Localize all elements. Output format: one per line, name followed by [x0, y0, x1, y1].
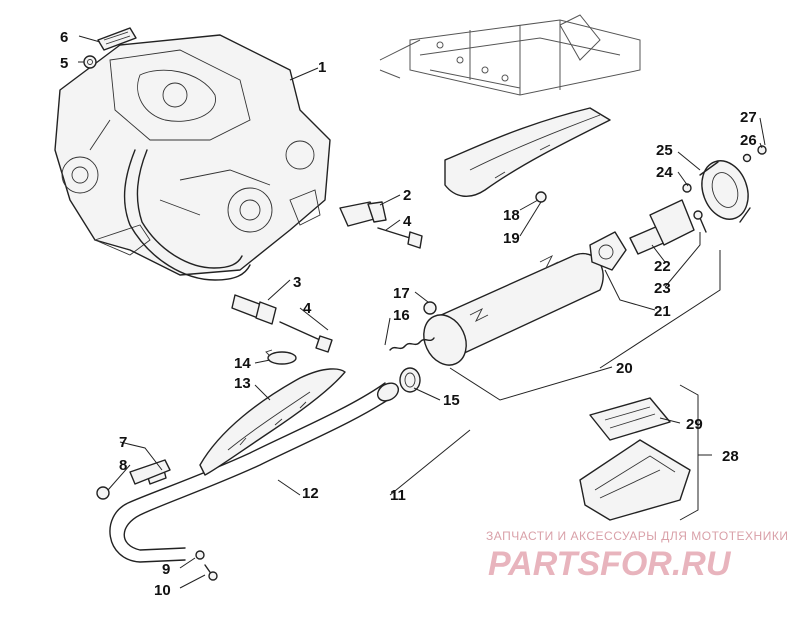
- callout-27: 27: [740, 109, 757, 126]
- callout-1: 1: [318, 59, 326, 76]
- callout-22: 22: [654, 258, 671, 275]
- callout-19: 19: [503, 230, 520, 247]
- callout-14: 14: [234, 355, 251, 372]
- end-cap[interactable]: [694, 154, 756, 225]
- tail-pipe[interactable]: [629, 199, 695, 255]
- callout-12: 12: [302, 485, 319, 502]
- muffler-outlet-gasket[interactable]: [589, 231, 627, 271]
- callout-28: 28: [722, 448, 739, 465]
- callout-17: 17: [393, 285, 410, 302]
- callout-3: 3: [293, 274, 301, 291]
- callout-25: 25: [656, 142, 673, 159]
- callout-21: 21: [654, 303, 671, 320]
- chassis-frame: [379, 14, 641, 96]
- callout-18: 18: [503, 207, 520, 224]
- callout-20: 20: [616, 360, 633, 377]
- callout-11: 11: [390, 487, 406, 504]
- bolt-lower[interactable]: [279, 321, 333, 353]
- exhaust-clamp-ring[interactable]: [399, 367, 421, 393]
- callout-10: 10: [154, 582, 171, 599]
- callout-4a: 4: [403, 213, 412, 230]
- small-washer-b[interactable]: [742, 153, 752, 163]
- callout-4b: 4: [303, 300, 312, 317]
- engine-assembly[interactable]: [54, 34, 331, 276]
- pipe-washer[interactable]: [195, 550, 205, 560]
- pipe-flange[interactable]: [129, 459, 171, 485]
- muffler-heat-shield[interactable]: [444, 107, 611, 197]
- watermark: ЗАПЧАСТИ И АКСЕССУАРЫ ДЛЯ МОТОТЕХНИКИ PA…: [486, 529, 788, 583]
- callout-numbers: 1 2 4 3 4 5 6 7 8 9 10 11 12 13 14 15 16…: [60, 29, 757, 599]
- muffler[interactable]: [416, 252, 604, 372]
- callout-24: 24: [656, 164, 673, 181]
- engine-head-pipe: [123, 149, 251, 281]
- callout-16: 16: [393, 307, 410, 324]
- callout-26: 26: [740, 132, 757, 149]
- leader-lines: [78, 35, 766, 589]
- skid-plate-decal[interactable]: [589, 397, 671, 441]
- flange-nut[interactable]: [96, 486, 110, 500]
- callout-13: 13: [234, 375, 251, 392]
- small-screw-c[interactable]: [757, 145, 767, 155]
- exhaust-stud-adapter-2[interactable]: [339, 201, 387, 227]
- callout-5: 5: [60, 55, 68, 72]
- exhaust-mid-pipe[interactable]: [109, 380, 402, 563]
- callout-23: 23: [654, 280, 671, 297]
- bolt-upper[interactable]: [377, 227, 423, 249]
- watermark-logo: PARTSFOR.RU: [488, 545, 732, 583]
- pipe-bolt[interactable]: [204, 564, 218, 581]
- mid-pipe-heat-shield[interactable]: [199, 368, 346, 476]
- callout-7: 7: [119, 434, 127, 451]
- exhaust-spring[interactable]: [389, 337, 435, 351]
- decal-label[interactable]: [97, 27, 137, 51]
- callout-15: 15: [443, 392, 460, 409]
- end-cap-screw[interactable]: [693, 210, 707, 233]
- flange-nut-small[interactable]: [83, 55, 97, 69]
- callout-29: 29: [686, 416, 703, 433]
- callout-9: 9: [162, 561, 170, 578]
- callout-8: 8: [119, 457, 127, 474]
- skid-plate[interactable]: [579, 439, 691, 521]
- callout-2: 2: [403, 187, 411, 204]
- rubber-grommet[interactable]: [423, 301, 437, 315]
- watermark-tagline: ЗАПЧАСТИ И АКСЕССУАРЫ ДЛЯ МОТОТЕХНИКИ: [486, 529, 788, 543]
- callout-6: 6: [60, 29, 68, 46]
- hose-clamp[interactable]: [265, 349, 297, 365]
- exhaust-stud-adapter-3[interactable]: [231, 294, 277, 325]
